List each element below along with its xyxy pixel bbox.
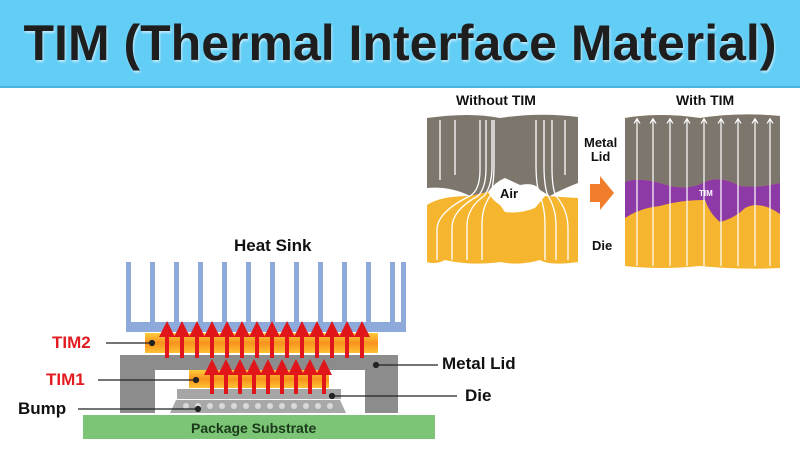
air-label: Air: [500, 186, 519, 201]
heat-sink-label: Heat Sink: [234, 236, 312, 255]
metal-lid-label: Metal Lid: [442, 354, 516, 373]
heat-arrows-lower: [204, 359, 332, 394]
heat-arrows-upper: [159, 321, 370, 358]
title-banner: [0, 0, 800, 88]
substrate-label: Package Substrate: [191, 420, 317, 436]
tim2-label: TIM2: [52, 333, 91, 352]
tim1-label: TIM1: [46, 370, 85, 389]
die-label: Die: [465, 386, 492, 405]
page-title: TIM (Thermal Interface Material): [23, 15, 777, 71]
tim-label: TIM: [699, 189, 713, 198]
with-tim-panel: [625, 114, 780, 269]
without-tim-title: Without TIM: [456, 92, 536, 108]
with-tim-title: With TIM: [676, 92, 735, 108]
package-substrate: [83, 415, 435, 439]
without-tim-panel: [427, 114, 578, 264]
transition-arrow: [590, 176, 614, 210]
bump-label: Bump: [18, 399, 67, 418]
comparison-die-label: Die: [592, 238, 613, 253]
tim2-layer: [145, 333, 378, 353]
die: [177, 389, 341, 399]
heat-sink: [126, 262, 406, 332]
